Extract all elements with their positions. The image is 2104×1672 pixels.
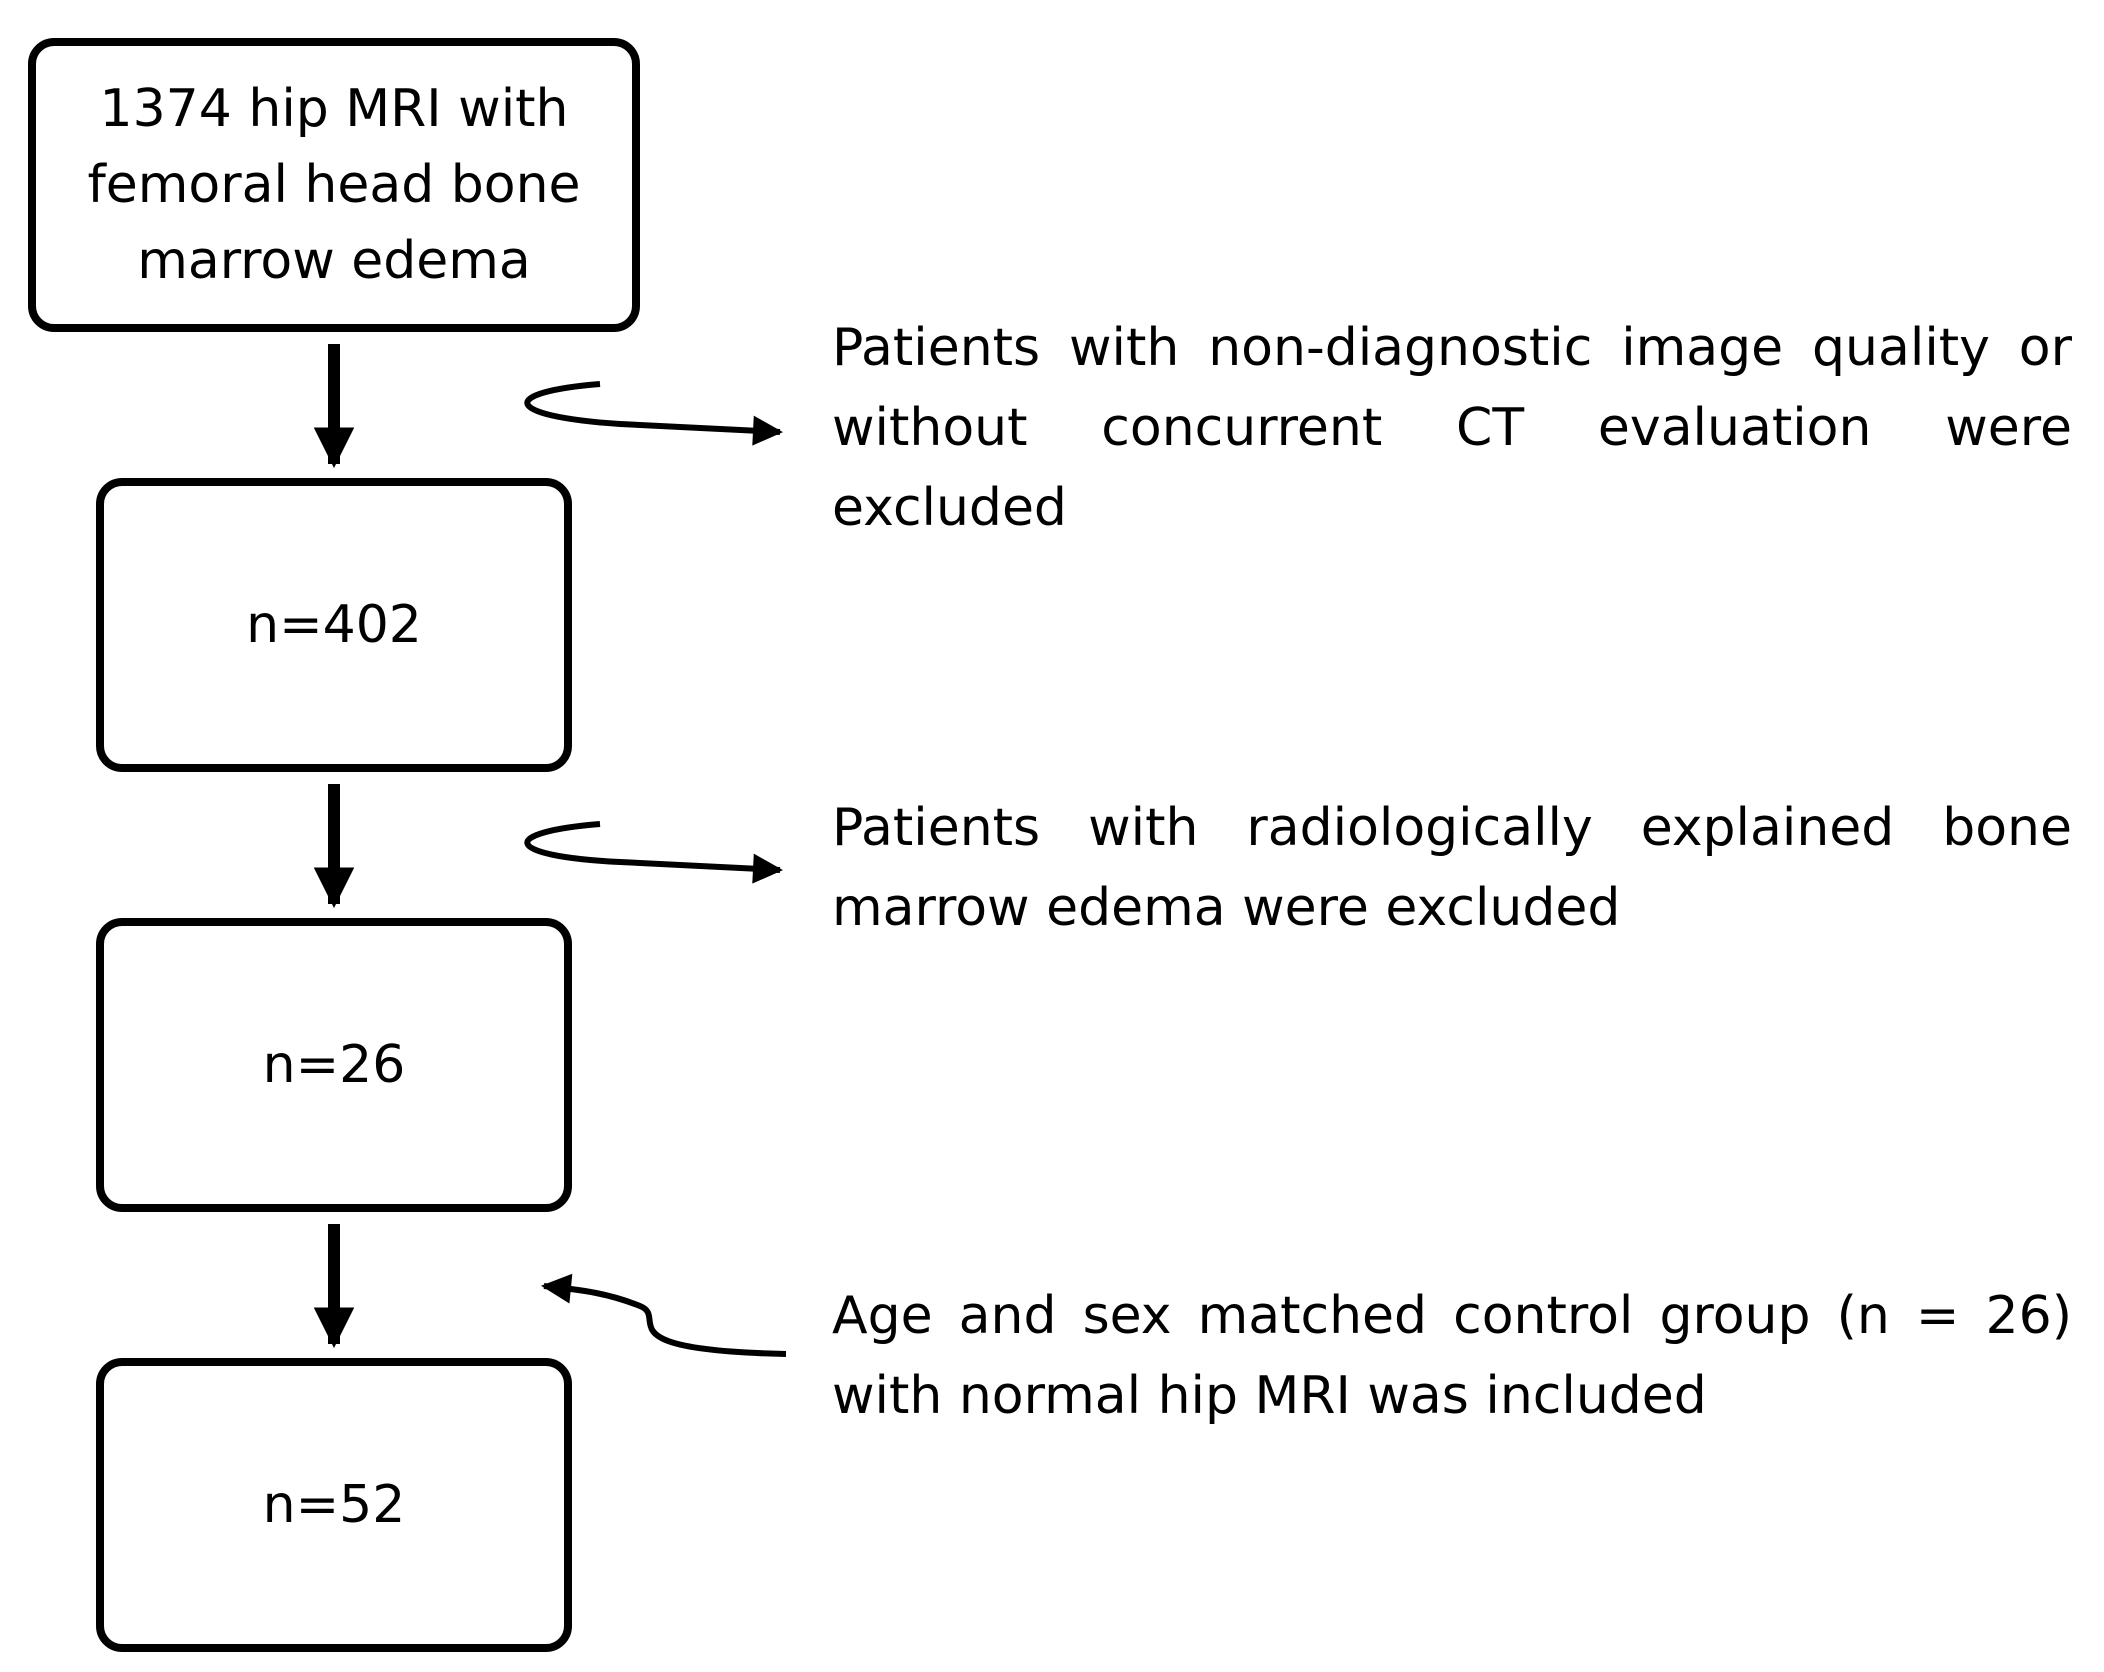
inclusion-arrow: [541, 1273, 787, 1357]
inclusion-note: Age and sex matched control group (n = 2…: [832, 1286, 2072, 1426]
flow-box-label: n=52: [262, 1475, 406, 1535]
exclusion-note-1: Patients with non-diagnostic image quali…: [832, 318, 2072, 538]
flow-box-label: 1374 hip MRI with femoral head bone marr…: [87, 79, 581, 291]
flow-box-step-2: n=402: [96, 478, 572, 772]
flow-box-label: n=26: [262, 1035, 406, 1095]
flow-box-step-3: n=26: [96, 918, 572, 1212]
flow-box-final: n=52: [96, 1358, 572, 1652]
flow-box-label: n=402: [246, 595, 422, 655]
exclusion-arrow-2: [524, 821, 783, 884]
exclusion-arrow-1: [524, 381, 783, 446]
flow-box-start: 1374 hip MRI with femoral head bone marr…: [28, 38, 640, 332]
exclusion-note-2: Patients with radiologically explained b…: [832, 798, 2072, 938]
